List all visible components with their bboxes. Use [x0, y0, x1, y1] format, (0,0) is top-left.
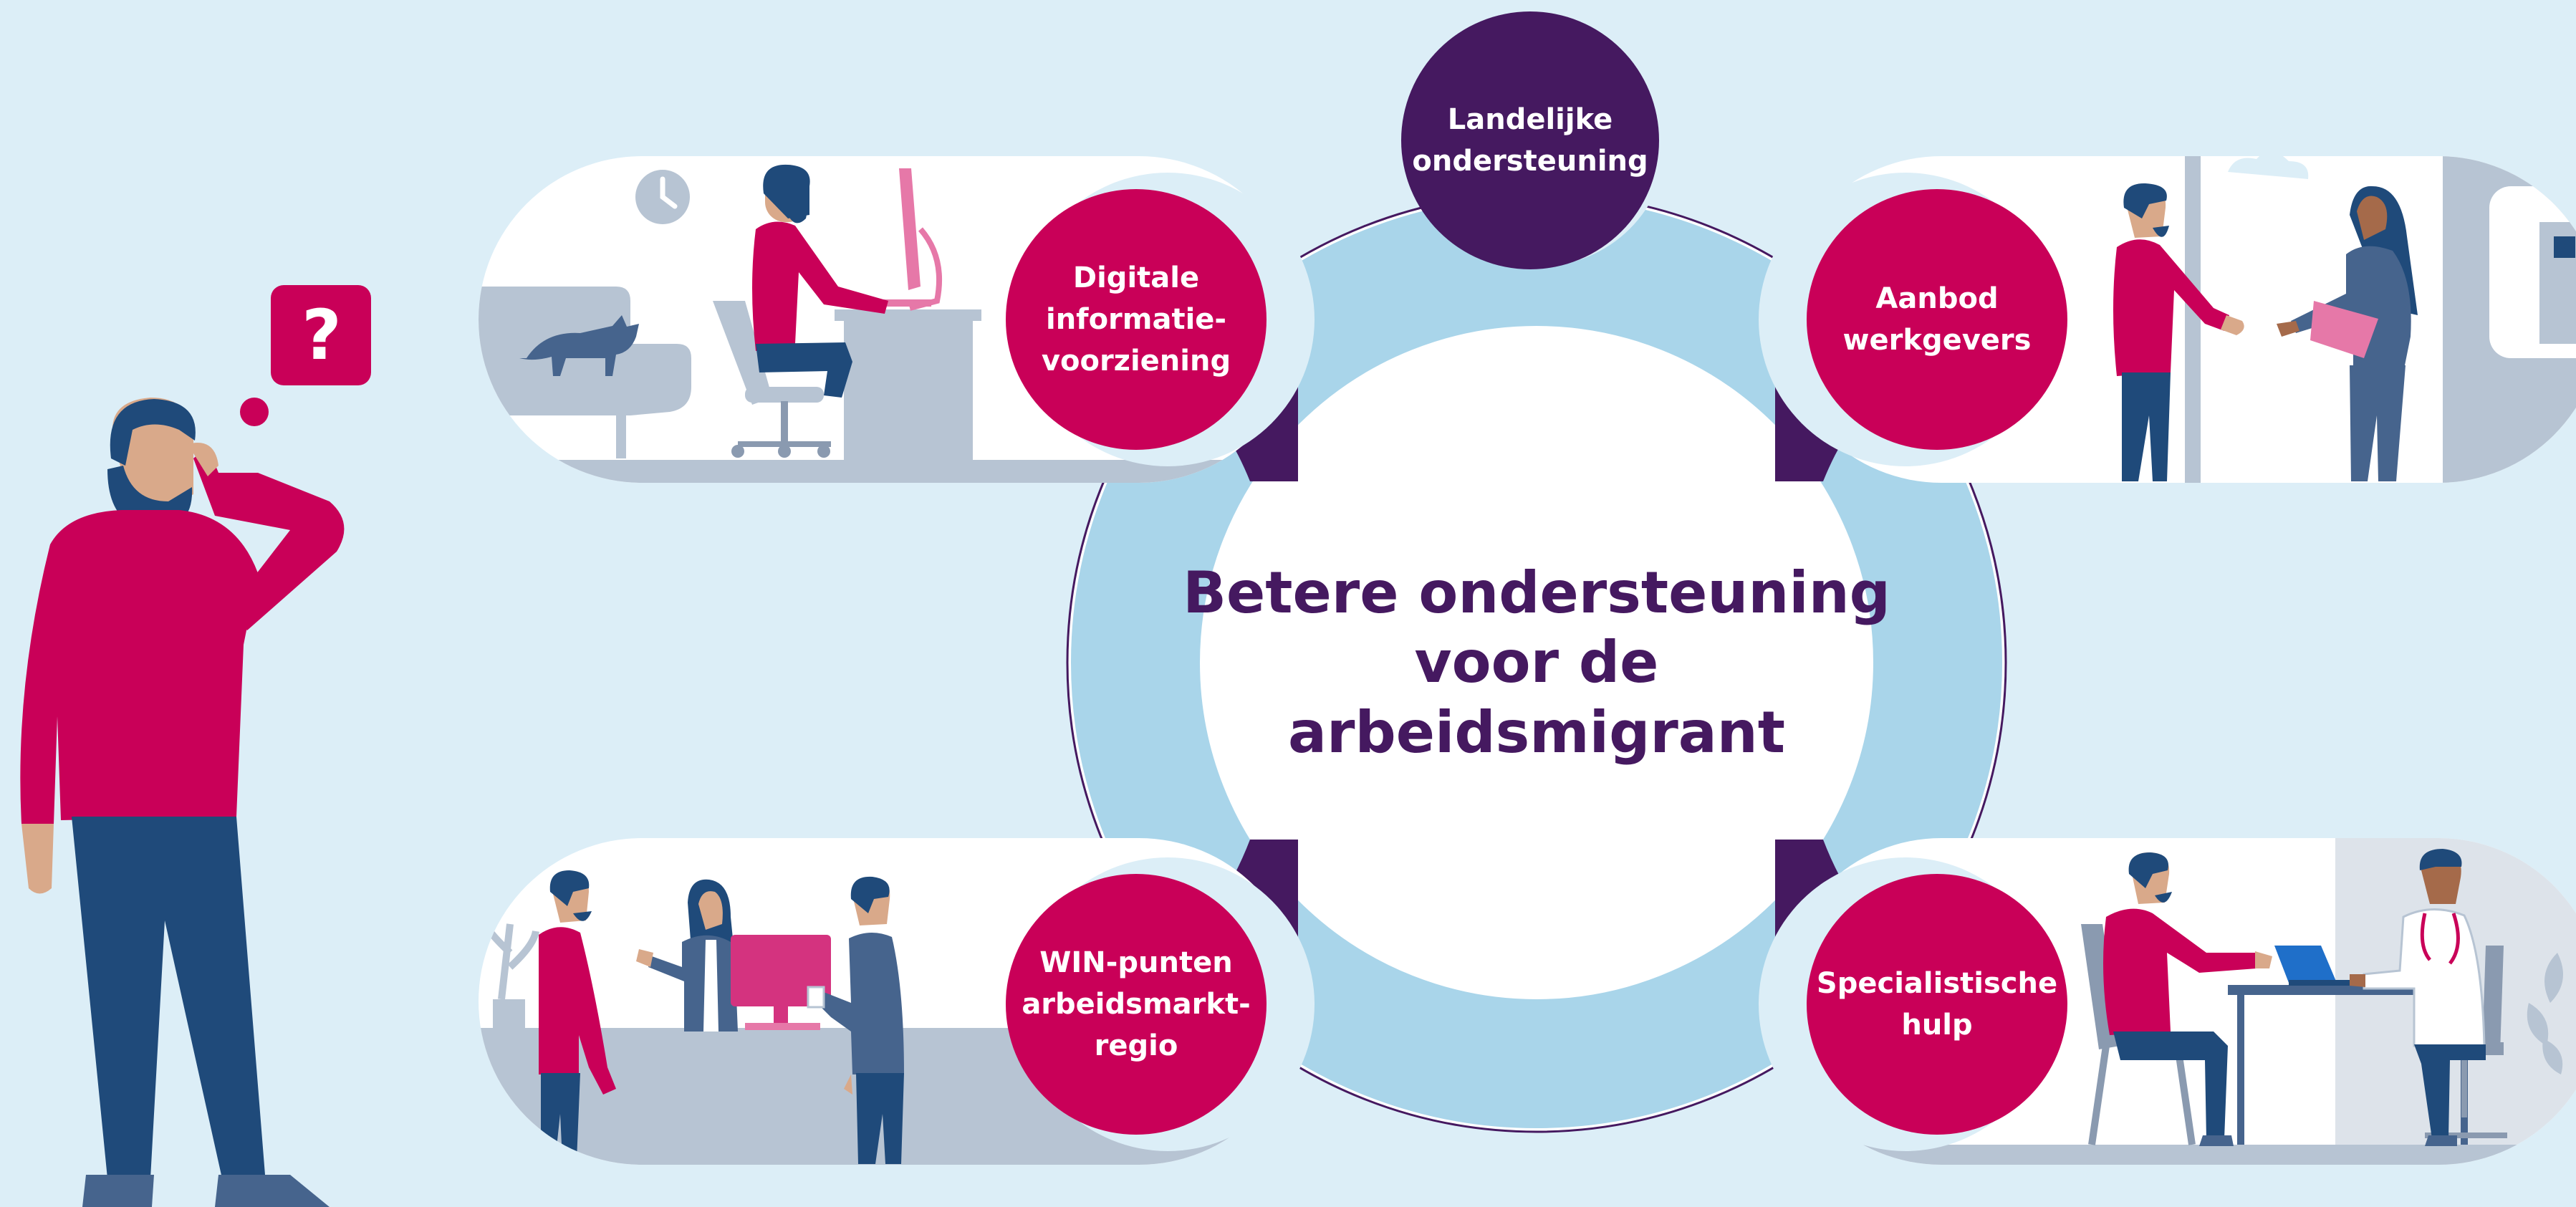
node-aanbod-werkgevers: [1807, 189, 2067, 450]
monitor-icon: [731, 935, 831, 1030]
question-bubble: [271, 285, 371, 385]
label-landelijke-ondersteuning: Landelijke ondersteuning: [1412, 103, 1648, 178]
woman-handshake: [2277, 186, 2418, 481]
question-mark-icon: ?: [302, 295, 342, 375]
center-ring: [1066, 192, 2007, 1133]
customer-man-right: [807, 876, 904, 1164]
cat-icon: [519, 315, 639, 376]
patient-man: [2103, 852, 2272, 1146]
laptop-icon: [2274, 946, 2337, 983]
label-digitale-informatievoorziening: Digitale informatie- voorziening: [1041, 261, 1231, 378]
label-aanbod-werkgevers: Aanbod werkgevers: [1842, 282, 2032, 357]
center-title: Betere ondersteuning voor de arbeidsmigr…: [1183, 559, 1890, 766]
label-win-punten: WIN-punten arbeidsmarkt- regio: [1022, 946, 1251, 1062]
node-landelijke-ondersteuning: [1401, 11, 1659, 269]
customer-man: [539, 870, 616, 1160]
node-circles: [1006, 9, 2067, 1151]
desk-icon: [844, 321, 973, 479]
doctor: [2350, 849, 2486, 1146]
clerk-woman: [636, 879, 738, 1032]
node-win-punten: [1006, 874, 1267, 1135]
node-specialistische-hulp: [1807, 874, 2067, 1135]
man-handshake: [2113, 183, 2244, 481]
node-digitale-informatievoorziening: [1006, 189, 1267, 450]
person-at-desk: [752, 164, 888, 398]
thinking-man: [20, 285, 371, 1207]
label-specialistische-hulp: Specialistische hulp: [1816, 967, 2058, 1042]
